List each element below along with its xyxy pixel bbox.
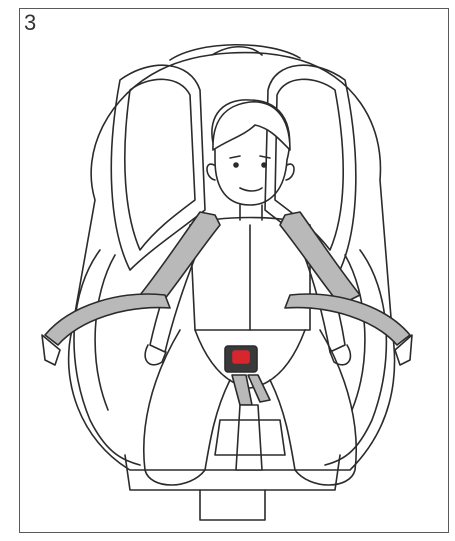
seat-base <box>125 455 340 490</box>
buckle-icon <box>225 346 257 372</box>
harness-strap-icon <box>45 212 410 405</box>
left-side-cushion <box>74 250 140 465</box>
